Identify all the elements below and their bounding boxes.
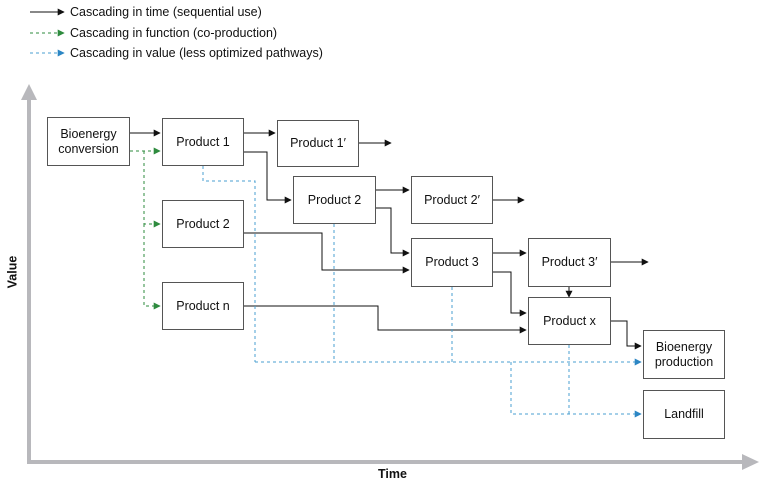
- node-product-2-second: Product 2: [293, 176, 376, 224]
- flow-product2b-to-product3: [376, 207, 410, 257]
- node-product-3: Product 3: [411, 238, 493, 287]
- node-landfill: Landfill: [643, 390, 725, 439]
- flow-productn-to-productx: [244, 305, 527, 334]
- flow-product3-to-productx: [493, 271, 527, 317]
- node-product-x: Product x: [528, 297, 611, 345]
- axes: [21, 84, 759, 470]
- flow-conversion-co-productn: [143, 224, 161, 310]
- node-bioenergy-production: Bioenergy production: [643, 330, 725, 379]
- node-product-1: Product 1: [162, 118, 244, 166]
- x-axis-arrow-icon: [742, 454, 759, 470]
- flow-product1-to-product2b: [244, 151, 292, 204]
- node-product-n: Product n: [162, 282, 244, 330]
- node-product-2-prime: Product 2′: [411, 176, 493, 224]
- flow-product2-to-product3: [244, 232, 410, 274]
- flow-value-to-landfill: [510, 362, 642, 418]
- y-axis-label: Value: [5, 255, 20, 289]
- node-bioenergy-conversion: Bioenergy conversion: [47, 117, 130, 166]
- node-product-2: Product 2: [162, 200, 244, 248]
- flow-product1-value: [202, 166, 256, 362]
- legend-label-function: Cascading in function (co-production): [70, 26, 278, 40]
- y-axis-arrow-icon: [21, 84, 37, 100]
- node-product-1-prime: Product 1′: [277, 120, 359, 167]
- flow-productx-to-bioenergy-production: [611, 320, 642, 350]
- x-axis-label: Time: [378, 467, 407, 481]
- legend-label-value: Cascading in value (less optimized pathw…: [70, 46, 323, 60]
- time-cascade-flows: [130, 129, 649, 350]
- node-product-3-prime: Product 3′: [528, 238, 611, 287]
- flow-conversion-co-product2: [143, 151, 161, 228]
- legend-label-time: Cascading in time (sequential use): [70, 5, 262, 19]
- function-cascade-flows: [130, 147, 161, 310]
- value-cascade-flows: [202, 166, 642, 418]
